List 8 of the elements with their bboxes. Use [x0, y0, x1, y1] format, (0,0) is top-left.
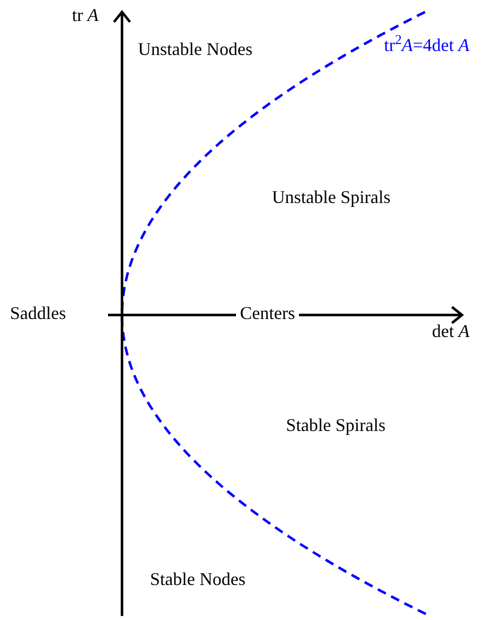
region-label: Stable Spirals [286, 414, 386, 436]
curve-label: tr$^{2}$A=4det A [384, 34, 470, 56]
region-label: Unstable Spirals [272, 186, 390, 208]
axis-label: tr A [72, 4, 98, 26]
region-label: Unstable Nodes [138, 38, 252, 60]
region-label: Stable Nodes [150, 568, 246, 590]
axis-label: det A [432, 320, 470, 342]
region-label: Saddles [10, 302, 66, 324]
